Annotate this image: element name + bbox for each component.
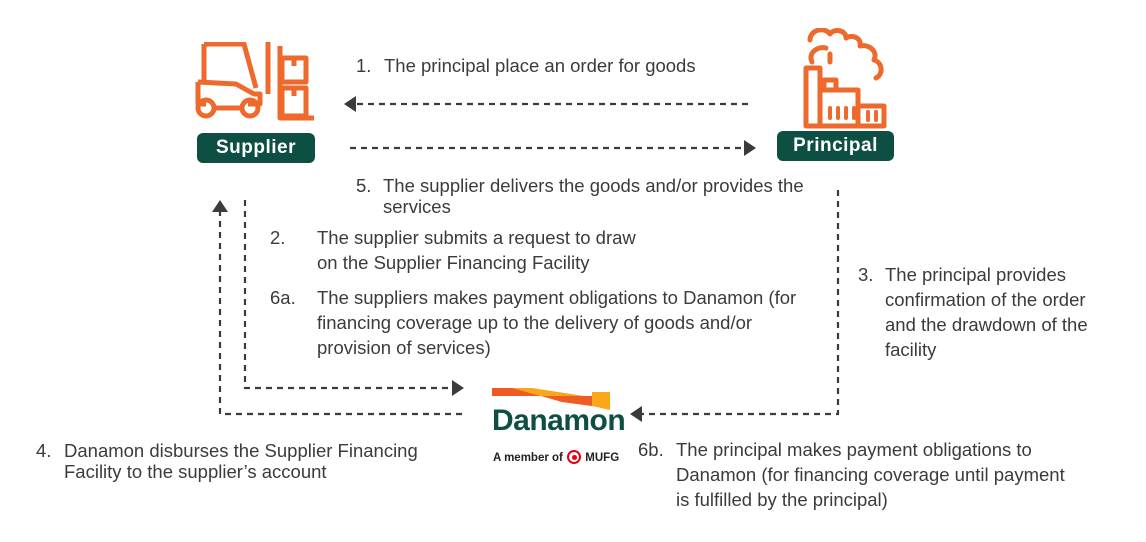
danamon-logo-text: Danamon (492, 404, 626, 437)
step-2-text: The supplier submits a request to draw o… (317, 227, 636, 273)
mufg-membership: A member of MUFG (493, 450, 619, 464)
step-1-number: 1. (356, 55, 372, 76)
arrow-confirm-line (642, 190, 840, 416)
step-3-text: The principal provides confirmation of t… (885, 264, 1088, 360)
step-3: 3. The principal provides confirmation o… (858, 262, 1118, 362)
step-5-number: 5. (356, 175, 372, 196)
step-2: 2. The supplier submits a request to dra… (270, 225, 730, 275)
principal-label: Principal (793, 135, 878, 156)
supplier-badge: Supplier (197, 133, 315, 163)
step-6b-text: The principal makes payment obligations … (676, 439, 1065, 510)
step-4-text: Danamon disburses the Supplier Financing… (64, 440, 418, 482)
supplier-label: Supplier (215, 137, 296, 158)
arrowhead-up-to-supplier (212, 200, 228, 212)
step-5-text: The supplier delivers the goods and/or p… (383, 175, 804, 217)
member-prefix: A member of (493, 452, 563, 464)
arrowhead-to-principal (744, 140, 756, 156)
step-6a-text: The suppliers makes payment obligations … (317, 287, 797, 358)
member-brand: MUFG (585, 452, 620, 464)
step-4: 4. Danamon disburses the Supplier Financ… (36, 440, 476, 482)
step-6b: 6b. The principal makes payment obligati… (638, 437, 1078, 512)
arrow-request-line (243, 200, 452, 390)
step-1-text: The principal place an order for goods (384, 55, 696, 76)
mufg-icon (567, 450, 582, 464)
step-1: 1. The principal place an order for good… (356, 53, 776, 78)
arrowhead-to-bank-left (452, 380, 464, 396)
danamon-logo-mark (492, 388, 610, 410)
step-3-number: 3. (858, 264, 874, 285)
forklift-icon (195, 42, 314, 121)
step-4-number: 4. (36, 440, 52, 461)
arrowhead-to-bank-right (630, 406, 642, 422)
factory-icon (803, 28, 887, 129)
arrowhead-to-supplier (344, 96, 356, 112)
step-6b-number: 6b. (638, 439, 664, 460)
step-5: 5. The supplier delivers the goods and/o… (356, 175, 836, 217)
step-6a: 6a. The suppliers makes payment obligati… (270, 285, 830, 360)
principal-badge: Principal (777, 131, 894, 161)
step-6a-number: 6a. (270, 287, 296, 308)
arrow-disburse-line (218, 212, 462, 416)
step-2-number: 2. (270, 227, 286, 248)
